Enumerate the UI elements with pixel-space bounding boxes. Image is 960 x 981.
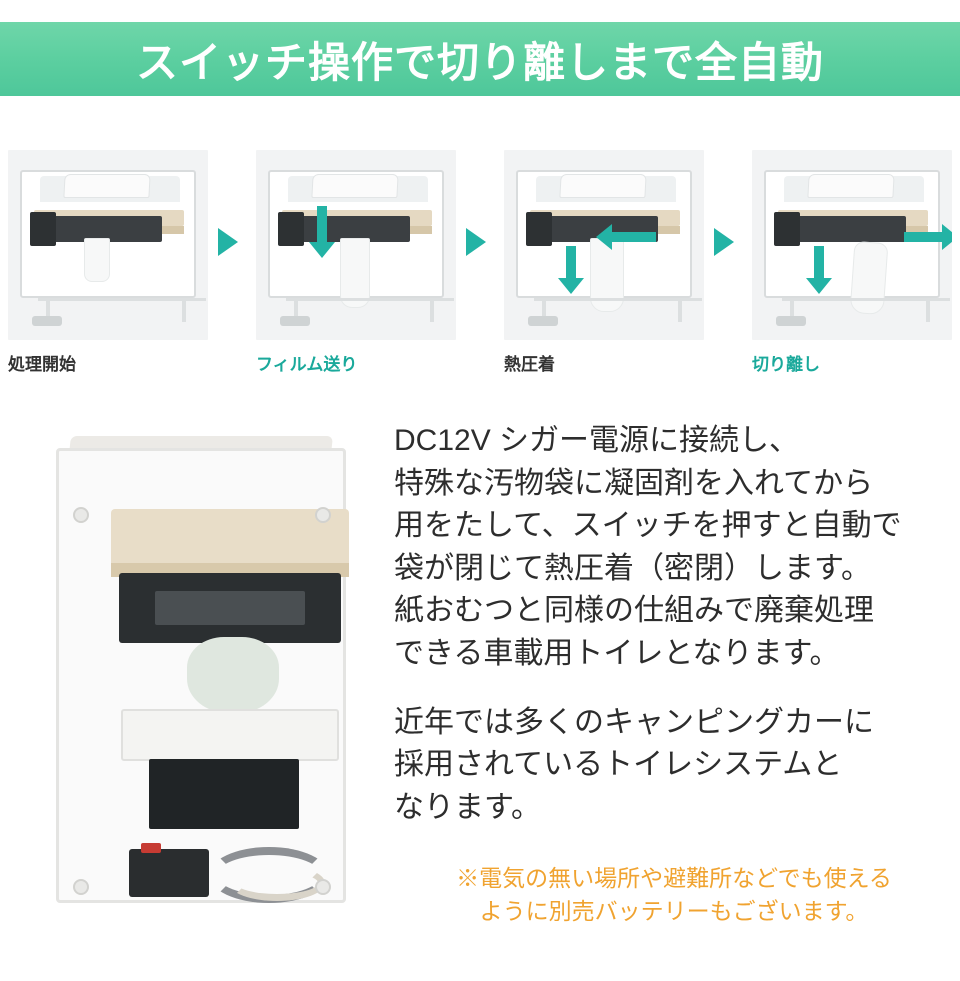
machine-leg-right bbox=[430, 300, 434, 322]
arrow-left-icon bbox=[596, 224, 612, 250]
process-steps: 処理開始 フィルム送り bbox=[8, 150, 952, 390]
arrow-down-icon bbox=[558, 278, 584, 294]
product-bolt bbox=[315, 507, 331, 523]
product-mechanism-light bbox=[155, 591, 305, 625]
step-3-label: 熱圧着 bbox=[504, 355, 555, 374]
product-tray bbox=[121, 709, 339, 761]
machine-motor bbox=[278, 212, 304, 246]
step-2-image bbox=[256, 150, 456, 340]
step-4: 切り離し bbox=[752, 150, 952, 374]
step-separator-2-icon bbox=[466, 228, 486, 256]
product-bolt bbox=[73, 879, 89, 895]
machine-frame bbox=[534, 298, 702, 301]
product-frame bbox=[56, 448, 349, 903]
machine-foot bbox=[32, 316, 62, 326]
product-photo bbox=[28, 430, 373, 940]
description-paragraph-2: 近年では多くのキャンピングカーに 採用されているトイレシステムと なります。 bbox=[394, 705, 874, 824]
arrow-down-icon bbox=[806, 278, 832, 294]
banner-title: スイッチ操作で切り離しまで全自動 bbox=[135, 38, 824, 86]
product-cable-secondary bbox=[229, 865, 325, 901]
product-control-box bbox=[149, 759, 299, 829]
step-4-image bbox=[752, 150, 952, 340]
machine-leg-left bbox=[294, 300, 298, 322]
machine-frame bbox=[38, 298, 206, 301]
step-1: 処理開始 bbox=[8, 150, 238, 374]
machine-bag-top bbox=[559, 174, 647, 198]
machine-leg-left bbox=[542, 300, 546, 322]
product-bolt bbox=[73, 507, 89, 523]
description-paragraph-1: DC12V シガー電源に接続し、 特殊な汚物袋に凝固剤を入れてから 用をたして、… bbox=[394, 424, 902, 670]
machine-frame bbox=[286, 298, 454, 301]
machine-bag-top bbox=[311, 174, 399, 198]
header-banner: スイッチ操作で切り離しまで全自動 bbox=[0, 22, 960, 96]
machine-film bbox=[340, 238, 370, 308]
machine-foot bbox=[776, 316, 806, 326]
step-separator-3-icon bbox=[714, 228, 734, 256]
arrow-right-icon bbox=[942, 224, 952, 250]
machine-mechanism bbox=[290, 216, 410, 242]
step-3: 熱圧着 bbox=[504, 150, 734, 374]
machine-leg-left bbox=[790, 300, 794, 322]
machine-motor bbox=[526, 212, 552, 246]
seal-arrow-shaft bbox=[612, 232, 656, 242]
description-block: DC12V シガー電源に接続し、 特殊な汚物袋に凝固剤を入れてから 用をたして、… bbox=[394, 420, 954, 855]
machine-body bbox=[20, 170, 206, 326]
step-4-label: 切り離し bbox=[752, 355, 820, 374]
step-2: フィルム送り bbox=[256, 150, 486, 374]
product-waste-bag bbox=[187, 637, 279, 713]
note-text: ※電気の無い場所や避難所などでも使える ように別売バッテリーもございます。 bbox=[456, 865, 892, 925]
machine-frame bbox=[782, 298, 950, 301]
machine-leg-right bbox=[182, 300, 186, 322]
machine-leg-right bbox=[926, 300, 930, 322]
machine-film bbox=[849, 240, 889, 316]
machine-body bbox=[268, 170, 454, 326]
step-1-label: 処理開始 bbox=[8, 355, 76, 374]
machine-motor bbox=[30, 212, 56, 246]
machine-leg-right bbox=[678, 300, 682, 322]
arrow-down-icon bbox=[309, 242, 335, 258]
product-bolt bbox=[315, 879, 331, 895]
film-feed-arrow-shaft bbox=[317, 206, 327, 244]
product-battery-terminal bbox=[141, 843, 161, 853]
step-3-image bbox=[504, 150, 704, 340]
cut-arrow-shaft-2 bbox=[814, 246, 824, 280]
machine-bag-top bbox=[807, 174, 895, 198]
step-separator-1-icon bbox=[218, 228, 238, 256]
machine-motor bbox=[774, 212, 800, 246]
machine-bag-top bbox=[63, 174, 151, 198]
product-battery bbox=[129, 849, 209, 897]
step-1-image bbox=[8, 150, 208, 340]
machine-foot bbox=[528, 316, 558, 326]
cut-arrow-shaft bbox=[904, 232, 948, 242]
seal-arrow-shaft-2 bbox=[566, 246, 576, 280]
machine-foot bbox=[280, 316, 310, 326]
step-2-label: フィルム送り bbox=[256, 355, 358, 374]
machine-leg-left bbox=[46, 300, 50, 322]
product-wood-panel bbox=[111, 509, 349, 569]
machine-mechanism bbox=[786, 216, 906, 242]
machine-mechanism bbox=[42, 216, 162, 242]
machine-film bbox=[84, 238, 110, 282]
